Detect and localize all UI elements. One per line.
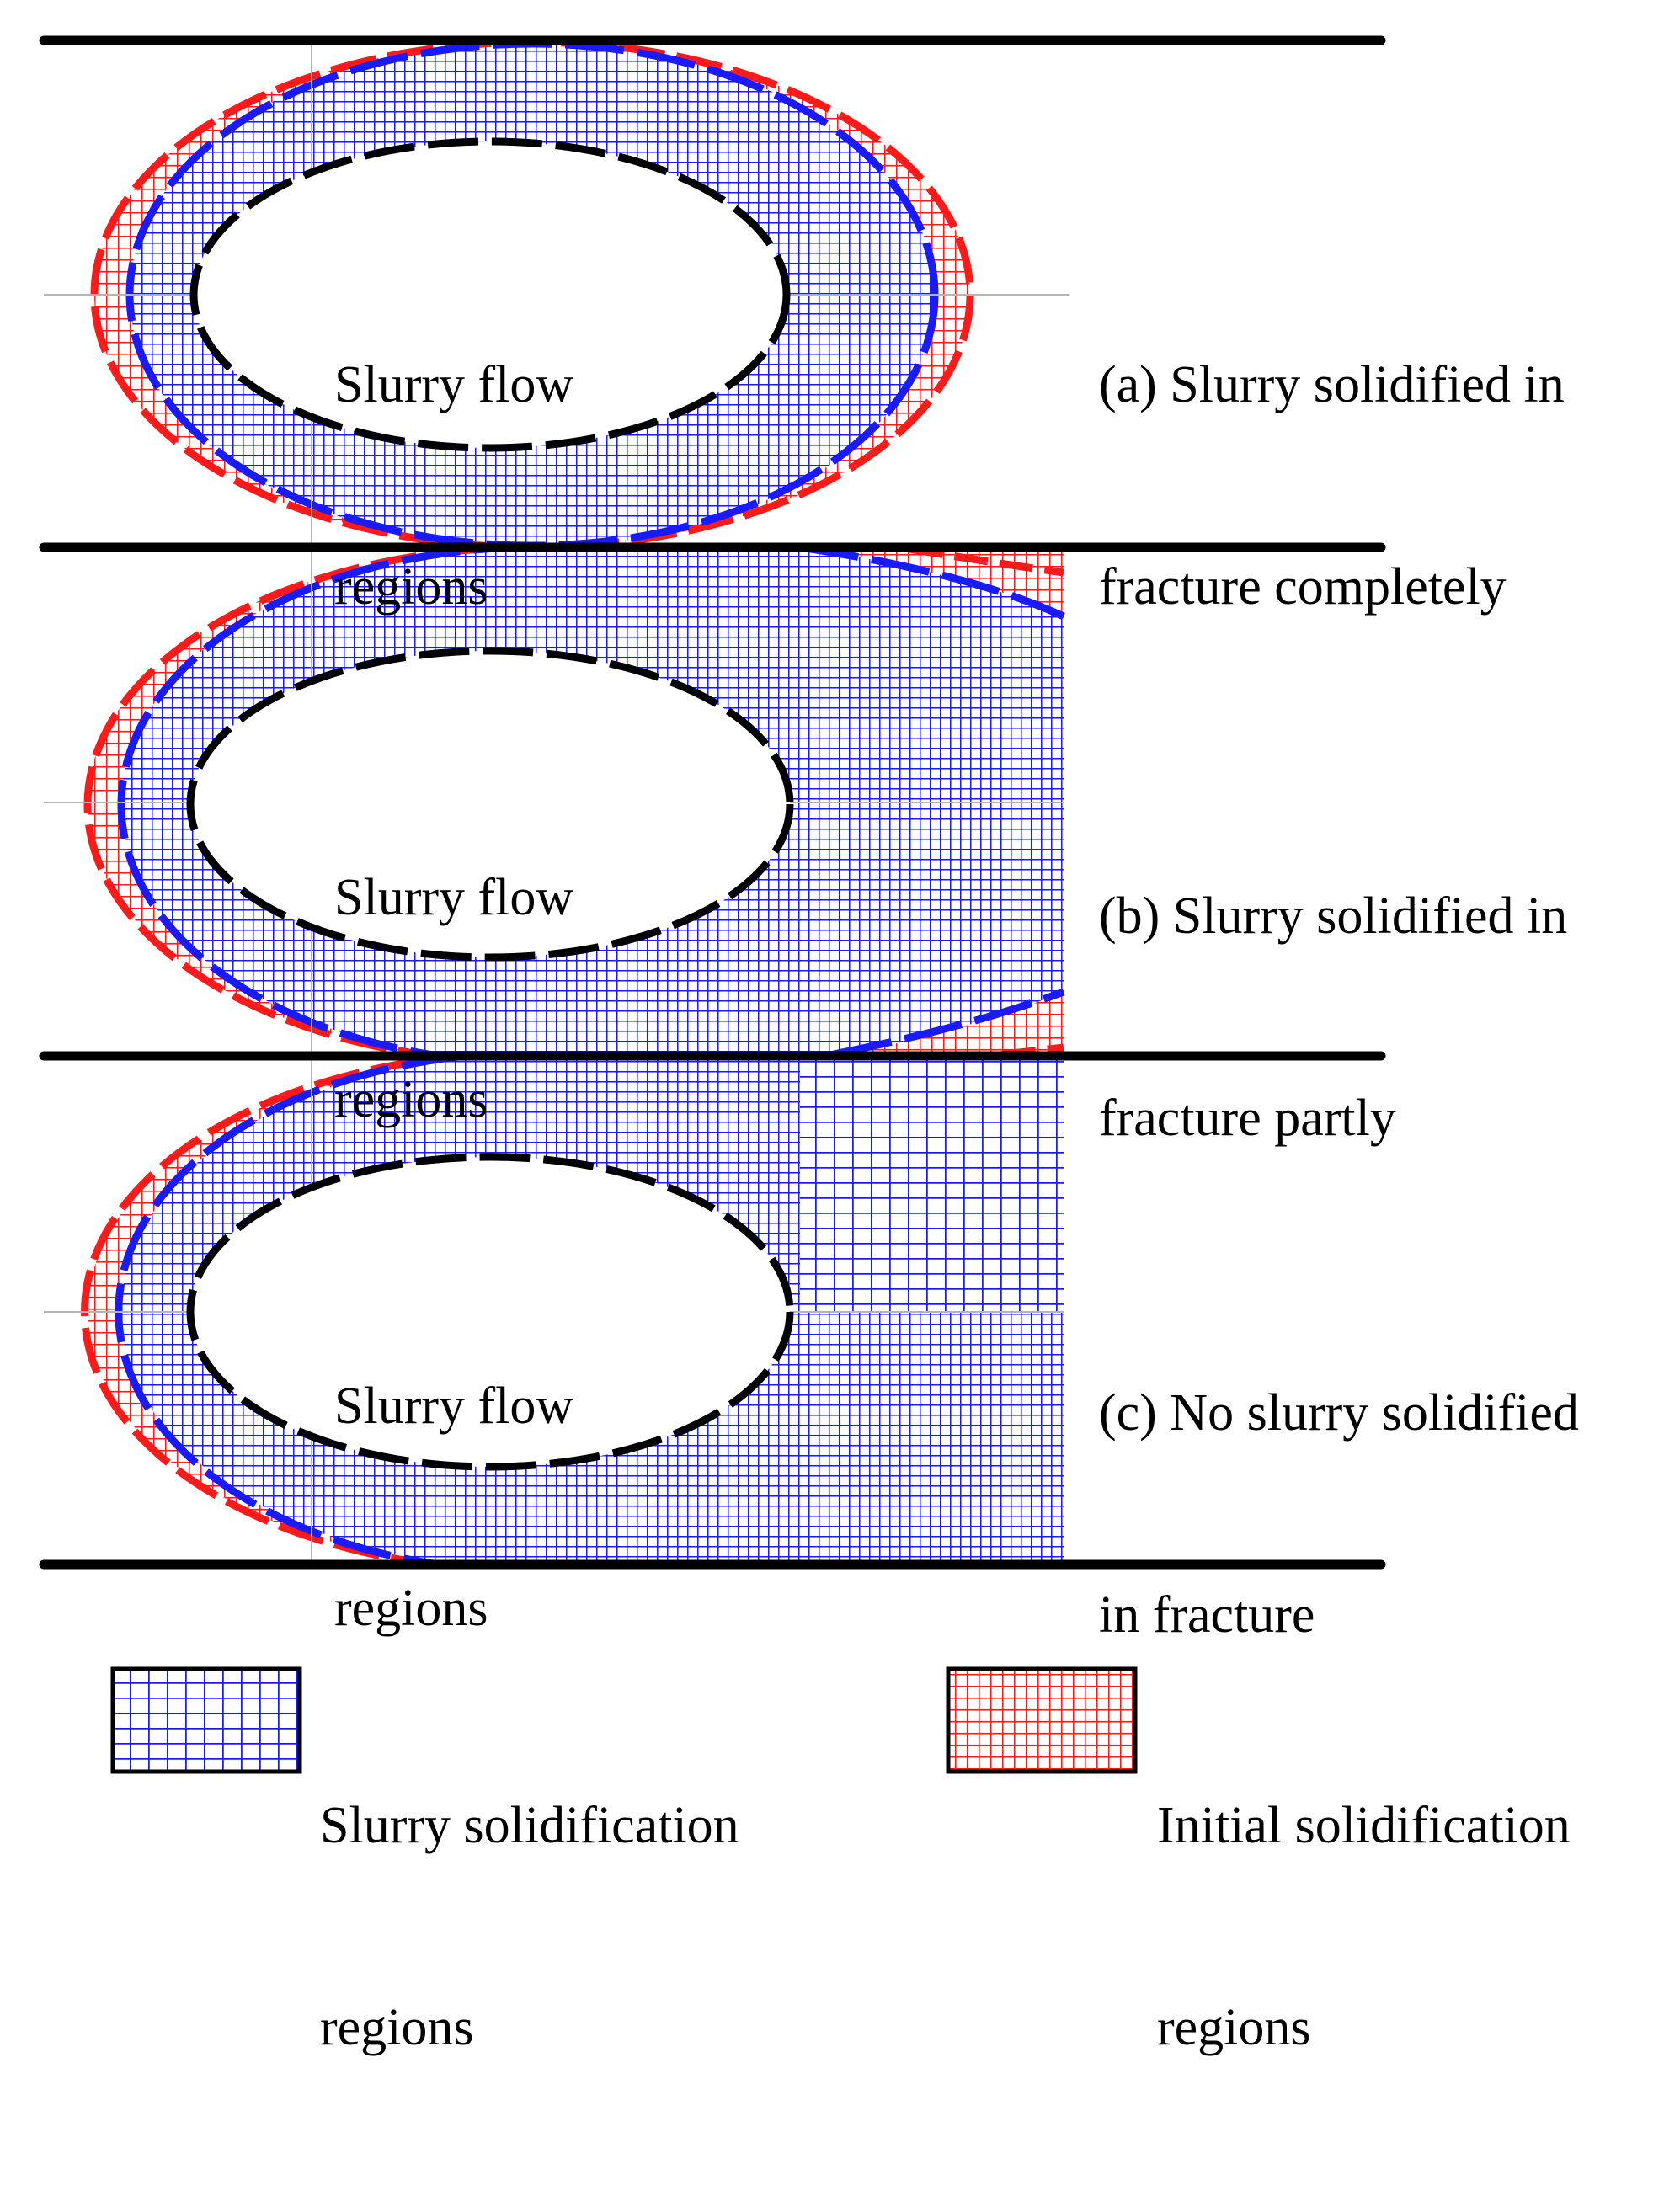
diagram-root: Slurry flow regions Slurry flow regions … bbox=[39, 35, 1579, 2056]
caption-b: (b) Slurry solidified in fracture partly bbox=[1099, 748, 1567, 1287]
caption-b-line2: fracture partly bbox=[1099, 1090, 1396, 1147]
flow-label-c-line2: regions bbox=[334, 1580, 488, 1637]
fracture-walls bbox=[39, 35, 1386, 1570]
flow-label-a-line2: regions bbox=[334, 558, 488, 616]
flow-label-b-line1: Slurry flow bbox=[334, 869, 574, 926]
flow-label-a-line1: Slurry flow bbox=[334, 356, 574, 413]
legend-swatches bbox=[110, 1666, 1138, 1774]
legend-label-initial: Initial solidification regions bbox=[1157, 1657, 1571, 2196]
initial-boundary-top-b bbox=[909, 547, 1064, 577]
legend-label-initial-line1: Initial solidification bbox=[1157, 1797, 1571, 1854]
caption-a: (a) Slurry solidified in fracture comple… bbox=[1099, 216, 1565, 755]
legend-swatch-initial bbox=[946, 1666, 1138, 1774]
flow-label-b: Slurry flow regions bbox=[334, 729, 573, 1268]
caption-b-line1: (b) Slurry solidified in bbox=[1099, 887, 1568, 945]
slurry-flow-region-c bbox=[186, 1153, 794, 1471]
legend-label-initial-line2: regions bbox=[1157, 1999, 1311, 2056]
slurry-solidification-tail-c-sparse bbox=[800, 1056, 1064, 1313]
flow-label-b-line2: regions bbox=[334, 1071, 488, 1128]
flow-label-c-line1: Slurry flow bbox=[334, 1378, 574, 1435]
flow-label-a: Slurry flow regions bbox=[334, 216, 573, 755]
caption-a-line1: (a) Slurry solidified in bbox=[1099, 356, 1565, 413]
flow-regions bbox=[186, 137, 794, 1471]
initial-solidification-boundary-b bbox=[83, 547, 533, 1056]
legend-label-slurry: Slurry solidification regions bbox=[320, 1657, 739, 2196]
legend-swatch-slurry bbox=[110, 1666, 302, 1774]
legend-label-slurry-line1: Slurry solidification bbox=[320, 1797, 739, 1854]
slurry-flow-region-b bbox=[186, 647, 794, 962]
caption-c-line1: (c) No slurry solidified bbox=[1099, 1384, 1579, 1442]
slurry-solidification-boundary-b bbox=[117, 547, 533, 1056]
slurry-boundary-top-b bbox=[799, 547, 1065, 621]
caption-c-line2: in fracture bbox=[1099, 1586, 1315, 1644]
slurry-boundary-bottom-b bbox=[833, 988, 1065, 1056]
caption-c: (c) No slurry solidified in fracture bbox=[1099, 1245, 1579, 1783]
caption-a-line2: fracture completely bbox=[1099, 558, 1507, 616]
slurry-flow-region-a bbox=[189, 137, 791, 452]
fracture-diagram bbox=[39, 35, 1386, 1774]
flow-label-c: Slurry flow regions bbox=[334, 1238, 573, 1777]
legend-label-slurry-line2: regions bbox=[320, 1999, 474, 2056]
